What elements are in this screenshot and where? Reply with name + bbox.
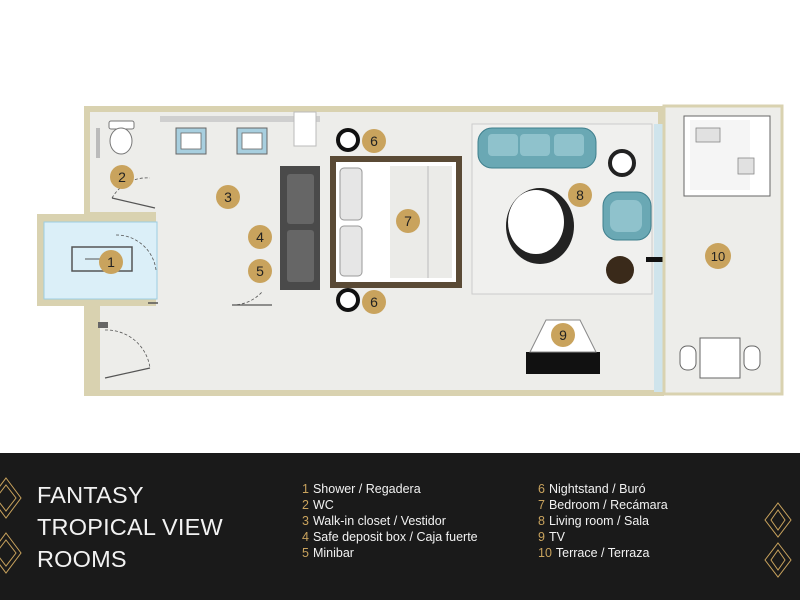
marker-bedroom: 7 xyxy=(396,209,420,233)
marker-nightstand-top: 6 xyxy=(362,129,386,153)
title-line-3: ROOMS xyxy=(37,546,127,572)
terrace-table xyxy=(699,337,741,379)
small-table xyxy=(606,256,634,284)
terrace-chair-right xyxy=(743,345,761,371)
marker-shower: 1 xyxy=(99,250,123,274)
terrace-chair-left xyxy=(679,345,697,371)
title-line-2: TROPICAL VIEW xyxy=(37,514,223,540)
title-line-1: FANTASY xyxy=(37,482,144,508)
marker-nightstand-bottom: 6 xyxy=(362,290,386,314)
marker-minibar: 5 xyxy=(248,259,272,283)
svg-text:7: 7 xyxy=(404,213,412,229)
svg-text:10: 10 xyxy=(711,249,725,264)
side-table xyxy=(608,149,636,177)
lower-floor xyxy=(156,300,331,390)
svg-text:5: 5 xyxy=(256,263,264,279)
marker-closet: 3 xyxy=(216,185,240,209)
svg-text:9: 9 xyxy=(559,327,567,343)
room-title: FANTASY TROPICAL VIEW ROOMS xyxy=(37,479,223,575)
floor-plan: 1 2 3 4 5 6 7 6 8 9 10 xyxy=(37,104,784,396)
svg-text:6: 6 xyxy=(370,294,378,310)
marker-tv: 9 xyxy=(551,323,575,347)
wc-bowl xyxy=(109,127,133,155)
marker-living: 8 xyxy=(568,183,592,207)
right-diamond-ornament xyxy=(764,502,792,578)
pillow-top xyxy=(339,167,363,221)
pillow-bottom xyxy=(339,225,363,277)
left-diamond-ornament xyxy=(0,477,22,574)
vanity-counter xyxy=(160,116,320,122)
svg-text:1: 1 xyxy=(107,254,115,270)
svg-text:8: 8 xyxy=(576,187,584,203)
marker-wc: 2 xyxy=(110,165,134,189)
marker-safe: 4 xyxy=(248,225,272,249)
svg-text:4: 4 xyxy=(256,229,264,245)
svg-text:3: 3 xyxy=(224,189,232,205)
svg-text:6: 6 xyxy=(370,133,378,149)
svg-text:2: 2 xyxy=(118,169,126,185)
tv-console xyxy=(526,352,600,374)
marker-terrace: 10 xyxy=(705,243,731,269)
shower-tray xyxy=(71,246,133,272)
